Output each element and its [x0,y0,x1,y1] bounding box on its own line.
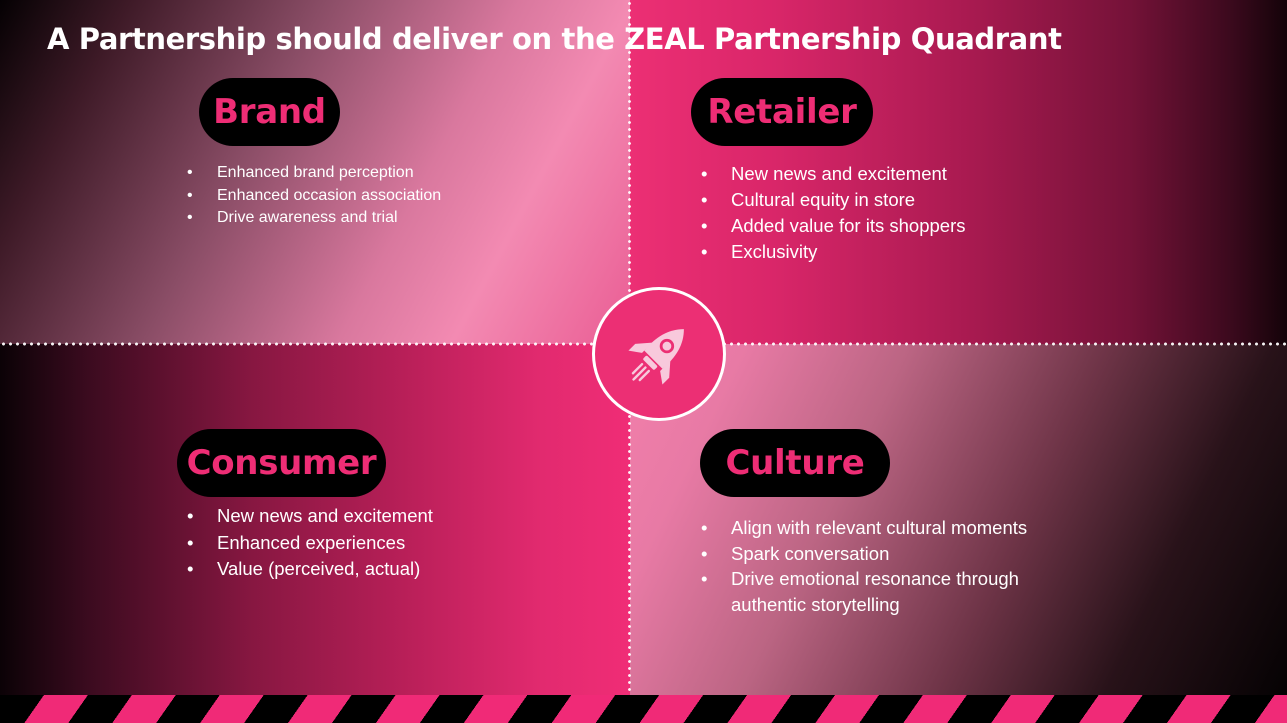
culture-heading-pill: Culture [700,429,890,497]
slide-title: A Partnership should deliver on the ZEAL… [47,22,1062,56]
rocket-icon [628,329,684,385]
retailer-bullet-list: New news and excitement Cultural equity … [701,161,965,265]
list-item: Align with relevant cultural moments [701,515,1061,541]
list-item: Spark conversation [701,541,1061,567]
list-item: Exclusivity [701,239,965,265]
rocket-badge [592,287,726,421]
consumer-bullet-list: New news and excitement Enhanced experie… [187,503,433,583]
hazard-stripe-footer [0,695,1287,723]
list-item: Added value for its shoppers [701,213,965,239]
list-item: Value (perceived, actual) [187,556,433,583]
list-item: Enhanced brand perception [187,162,441,185]
consumer-heading-pill: Consumer [177,429,386,497]
culture-bullet-list: Align with relevant cultural moments Spa… [701,515,1061,618]
list-item: New news and excitement [187,503,433,530]
list-item: Enhanced experiences [187,530,433,557]
brand-bullet-list: Enhanced brand perception Enhanced occas… [187,162,441,230]
list-item: New news and excitement [701,161,965,187]
brand-heading-pill: Brand [199,78,340,146]
list-item: Drive emotional resonance through authen… [701,566,1061,617]
list-item: Enhanced occasion association [187,185,441,208]
retailer-heading-pill: Retailer [691,78,873,146]
list-item: Drive awareness and trial [187,207,441,230]
list-item: Cultural equity in store [701,187,965,213]
